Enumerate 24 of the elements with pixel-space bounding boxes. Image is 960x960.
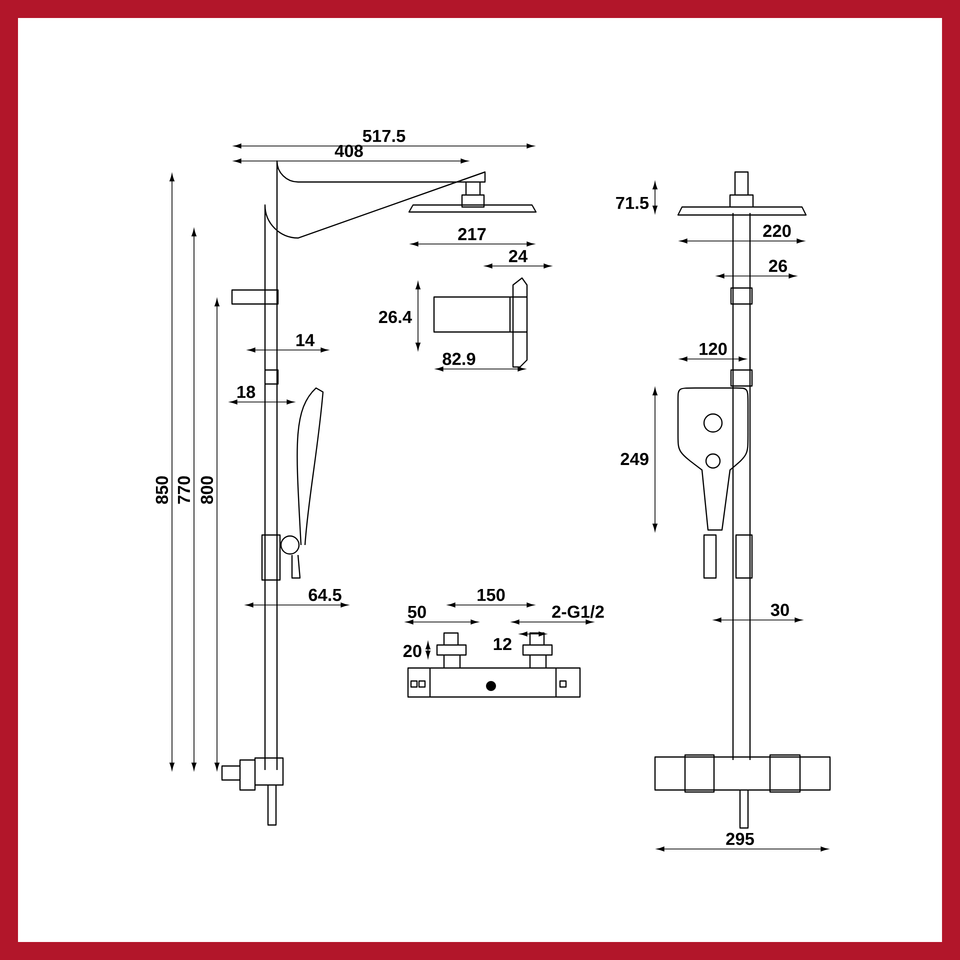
dimension-label: 20 [403, 644, 422, 658]
dimension-label: 12 [494, 638, 512, 650]
dimension-label: 2-G1/2 [552, 605, 604, 618]
dimension-label: 82.9 [442, 352, 476, 366]
dimension-label: 220 [763, 224, 791, 238]
dimension-label: 295 [726, 832, 754, 846]
dimension-label: 26 [768, 260, 788, 272]
dimension-label: 14 [296, 334, 315, 346]
dimension-label: 120 [700, 342, 727, 356]
dimension-label: 770 [178, 476, 190, 504]
dimension-label: 30 [770, 604, 789, 616]
dimension-label: 408 [334, 144, 363, 158]
dimension-label: 217 [458, 228, 486, 240]
dimension-label: 26.4 [378, 310, 412, 324]
dimension-label: 64.5 [308, 588, 342, 602]
dimension-label: 800 [200, 476, 214, 504]
dimension-label: 150 [478, 588, 505, 602]
dimension-label: 24 [508, 250, 528, 262]
dimension-label: 50 [408, 606, 426, 618]
dimension-label: 71.5 [616, 196, 649, 210]
dimension-label: 850 [156, 476, 168, 504]
dimension-label: 18 [237, 386, 256, 398]
dimension-label: 249 [620, 452, 648, 466]
dimension-label: 517.5 [362, 130, 406, 142]
